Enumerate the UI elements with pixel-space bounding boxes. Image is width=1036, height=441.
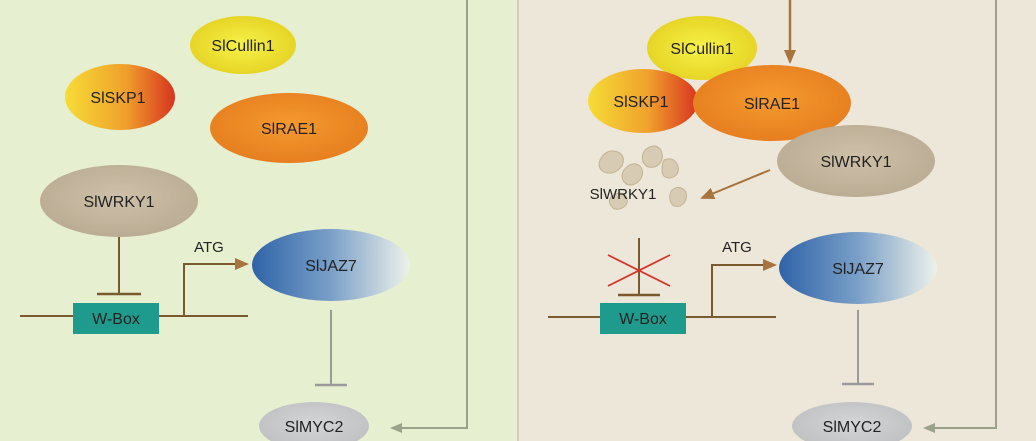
left-slskp1-label: SlSKP1 [90, 90, 145, 107]
left-wbox-label: W-Box [92, 311, 140, 328]
right-slwrky1-degraded-label: SlWRKY1 [590, 186, 657, 203]
right-degradation-arrow [700, 169, 771, 199]
left-slcullin1-label: SlCullin1 [211, 38, 274, 55]
left-slskp1-ellipse [65, 64, 175, 130]
left-slrae1-ellipse [210, 93, 368, 163]
right-slskp1-label: SlSKP1 [613, 94, 668, 111]
left-slwrky1-ellipse [40, 165, 198, 237]
right-slcullin1-ellipse [647, 16, 757, 80]
left-sljaz7-label: SlJAZ7 [305, 258, 357, 275]
right-sljaz7-label: SlJAZ7 [832, 261, 884, 278]
left-panel: SlCullin1 SlSKP1 SlRAE1 SlWRKY1 W-Box AT… [20, 0, 468, 441]
left-slmyc2-ellipse [259, 402, 369, 441]
left-sljaz7-ellipse [252, 229, 410, 301]
right-slwrky1-label: SlWRKY1 [820, 154, 891, 171]
right-block-cross [607, 254, 671, 287]
right-atg-arrow [711, 259, 777, 317]
right-slcullin1-label: SlCullin1 [670, 41, 733, 58]
right-wbox [600, 303, 686, 334]
right-slmyc2-ellipse [792, 402, 912, 441]
right-atg-label: ATG [722, 239, 752, 256]
right-slskp1-ellipse [588, 69, 698, 133]
right-slrae1-ellipse [693, 65, 851, 141]
right-feedback-arrow [923, 0, 997, 433]
right-wbox-label: W-Box [619, 311, 667, 328]
right-slwrky1-ellipse [777, 125, 935, 197]
right-panel: SlCullin1 SlSKP1 SlRAE1 SlWRKY1 SlWRKY1 [548, 0, 997, 441]
right-slmyc2-label: SlMYC2 [823, 419, 882, 436]
left-slwrky1-label: SlWRKY1 [83, 194, 154, 211]
left-slrae1-label: SlRAE1 [261, 121, 317, 138]
left-wbox [73, 303, 159, 334]
right-sljaz7-ellipse [779, 232, 937, 304]
left-atg-arrow [183, 258, 249, 316]
left-atg-label: ATG [194, 239, 224, 256]
right-slrae1-label: SlRAE1 [744, 96, 800, 113]
left-slcullin1-ellipse [190, 16, 296, 74]
left-feedback-arrow [390, 0, 468, 433]
right-degraded-fragments [598, 145, 687, 210]
left-slmyc2-label: SlMYC2 [285, 419, 344, 436]
